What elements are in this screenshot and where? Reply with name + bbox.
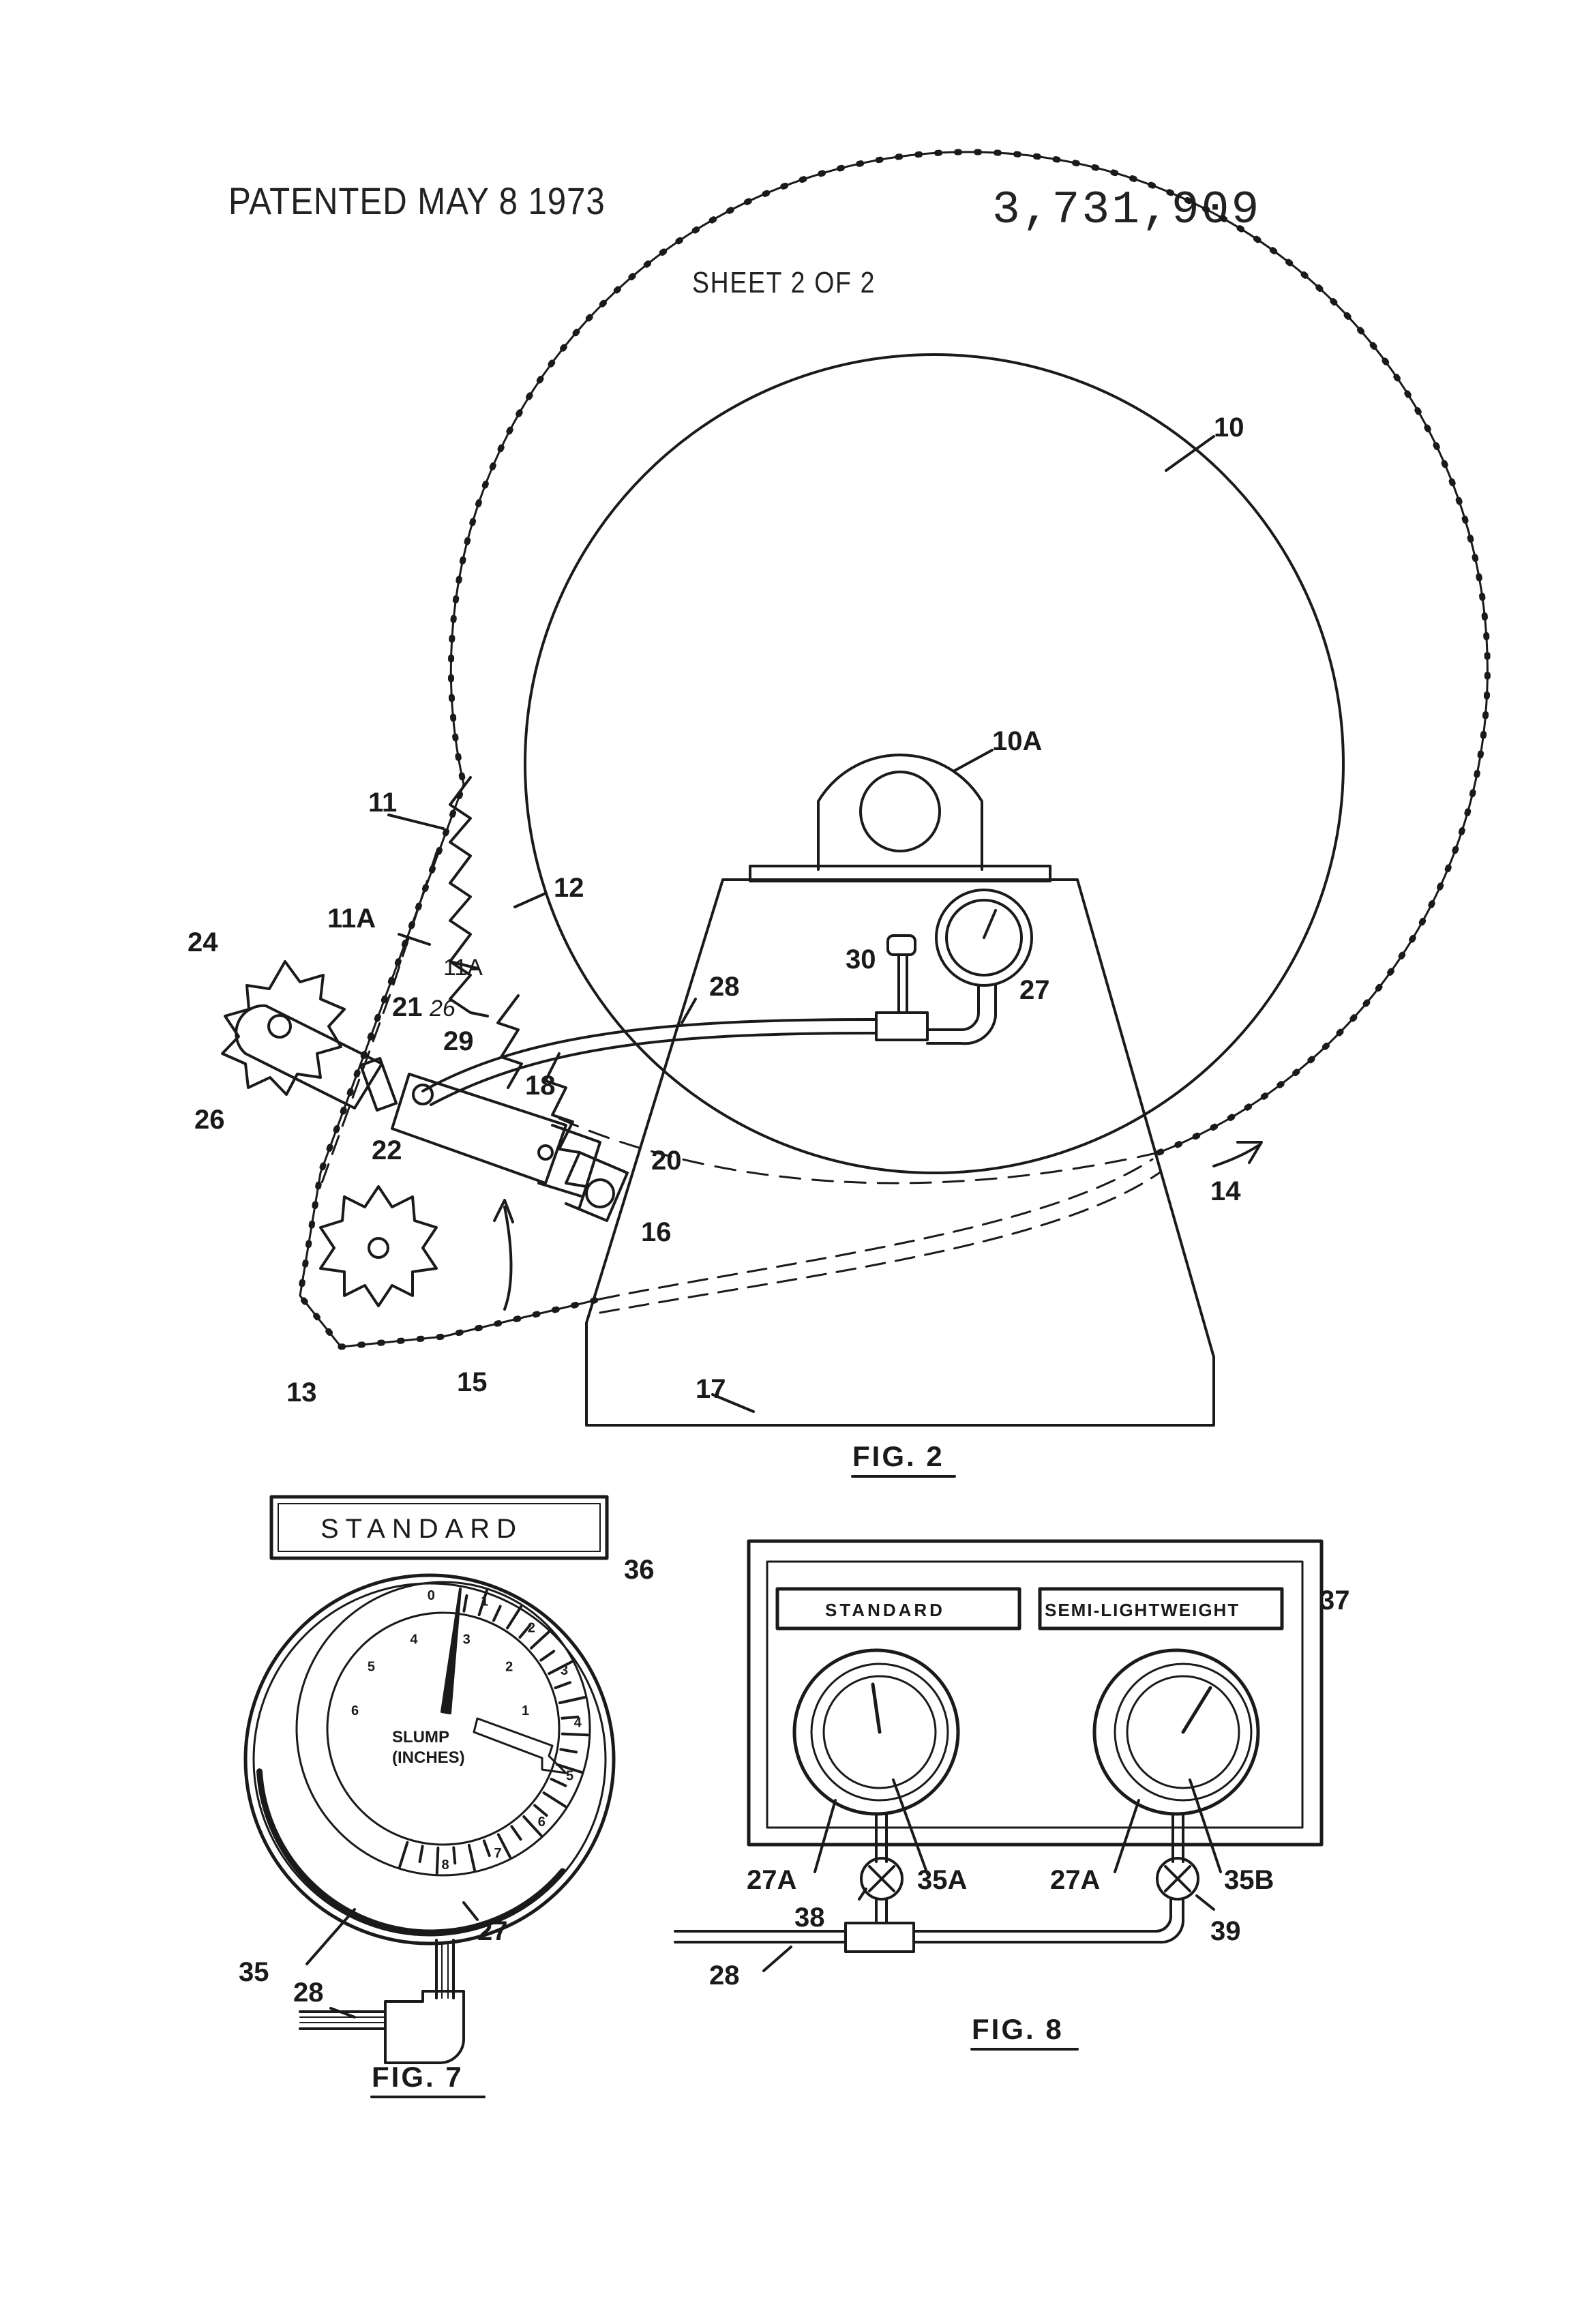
fig2-drawing [222, 152, 1487, 1425]
ref-27: 27 [1019, 975, 1050, 1005]
ref-11a: 11A [327, 904, 376, 934]
ref-30: 30 [846, 944, 876, 974]
ref-26-alt: 26 [429, 996, 456, 1022]
fig8-caption: FIG. 8 [972, 2013, 1064, 2045]
inner-scale-label: 2 [505, 1659, 513, 1674]
panel-37 [749, 1541, 1322, 1845]
ref-28: 28 [709, 972, 740, 1002]
ref-15: 15 [457, 1367, 488, 1397]
dial-tick [560, 1697, 584, 1703]
ref-38: 38 [794, 1903, 825, 1933]
fig8-plate-semi: SEMI-LIGHTWEIGHT [1045, 1600, 1240, 1620]
dial-tick [507, 1607, 521, 1628]
ref-37: 37 [1319, 1585, 1350, 1615]
ref-13: 13 [286, 1377, 317, 1407]
outer-scale-label: 2 [528, 1621, 535, 1636]
dial-tick [494, 1607, 501, 1621]
outer-scale-label: 4 [574, 1716, 582, 1731]
ref-11a-alt: 11A [443, 955, 483, 981]
dial-tick [544, 1793, 565, 1806]
ref-26: 26 [194, 1105, 225, 1135]
outer-scale-label: 6 [538, 1815, 546, 1830]
dial-tick [561, 1749, 576, 1752]
ref-16: 16 [641, 1217, 672, 1247]
fig2-caption: FIG. 2 [852, 1440, 944, 1472]
ref-21: 21 [392, 992, 423, 1022]
ref-20: 20 [651, 1146, 682, 1176]
ref-10: 10 [1214, 413, 1244, 443]
fig7-caption: FIG. 7 [372, 2061, 464, 2093]
outer-scale-label: 1 [481, 1594, 488, 1609]
inner-scale-label: 3 [463, 1632, 471, 1647]
ref-27a-left: 27A [747, 1865, 796, 1895]
outer-scale-label: 3 [561, 1663, 568, 1678]
ref-35b: 35B [1224, 1865, 1274, 1895]
dial-tick [484, 1841, 490, 1856]
outer-scale-label: 5 [566, 1769, 573, 1784]
ref-27-fig7: 27 [477, 1916, 508, 1946]
fig7-plate-label: STANDARD [320, 1514, 523, 1544]
outer-scale-label: 7 [494, 1846, 502, 1861]
inner-scale-label: 5 [368, 1659, 375, 1674]
ref-10a: 10A [992, 726, 1042, 756]
outer-scale-label: 0 [428, 1588, 435, 1603]
dial-tick [469, 1845, 475, 1870]
ref-22: 22 [372, 1135, 402, 1165]
ref-39: 39 [1210, 1916, 1241, 1946]
dial-tick [555, 1682, 570, 1688]
ref-28-fig7: 28 [293, 1978, 324, 2008]
sprocket-13 [320, 1187, 436, 1306]
ref-27a-right: 27A [1050, 1865, 1100, 1895]
ref-12: 12 [554, 873, 584, 903]
inner-scale-label: 4 [410, 1632, 418, 1647]
ref-35: 35 [239, 1957, 269, 1987]
inner-scale-label: 6 [351, 1703, 359, 1718]
ref-24: 24 [188, 927, 218, 957]
inner-scale-label: 1 [522, 1703, 529, 1718]
ref-28-fig8: 28 [709, 1961, 740, 1991]
sprocket-26 [222, 962, 344, 1094]
roller-chain-11 [300, 152, 1487, 1347]
dial-label-slump: SLUMP [392, 1728, 449, 1746]
dial-tick [464, 1596, 466, 1611]
outer-scale-label: 8 [441, 1858, 449, 1873]
dial-tick [511, 1826, 520, 1839]
ref-14: 14 [1210, 1176, 1241, 1206]
dial-tick [437, 1848, 438, 1873]
dial-tick [420, 1846, 423, 1862]
dial-tick [400, 1843, 407, 1866]
dial-label-inches: (INCHES) [392, 1748, 465, 1767]
ref-18: 18 [525, 1071, 556, 1101]
ref-36: 36 [624, 1555, 655, 1585]
fig8-plate-standard: STANDARD [825, 1600, 945, 1620]
ref-29: 29 [443, 1026, 474, 1056]
ref-11: 11 [368, 788, 397, 818]
dial-tick [563, 1734, 588, 1735]
dial-tick [453, 1847, 455, 1863]
dial-tick [552, 1779, 566, 1786]
gauge-needle [442, 1589, 460, 1713]
ref-35a: 35A [917, 1865, 967, 1895]
drum-10 [525, 355, 1343, 1173]
ref-17: 17 [696, 1374, 726, 1404]
dial-tick [541, 1651, 554, 1660]
